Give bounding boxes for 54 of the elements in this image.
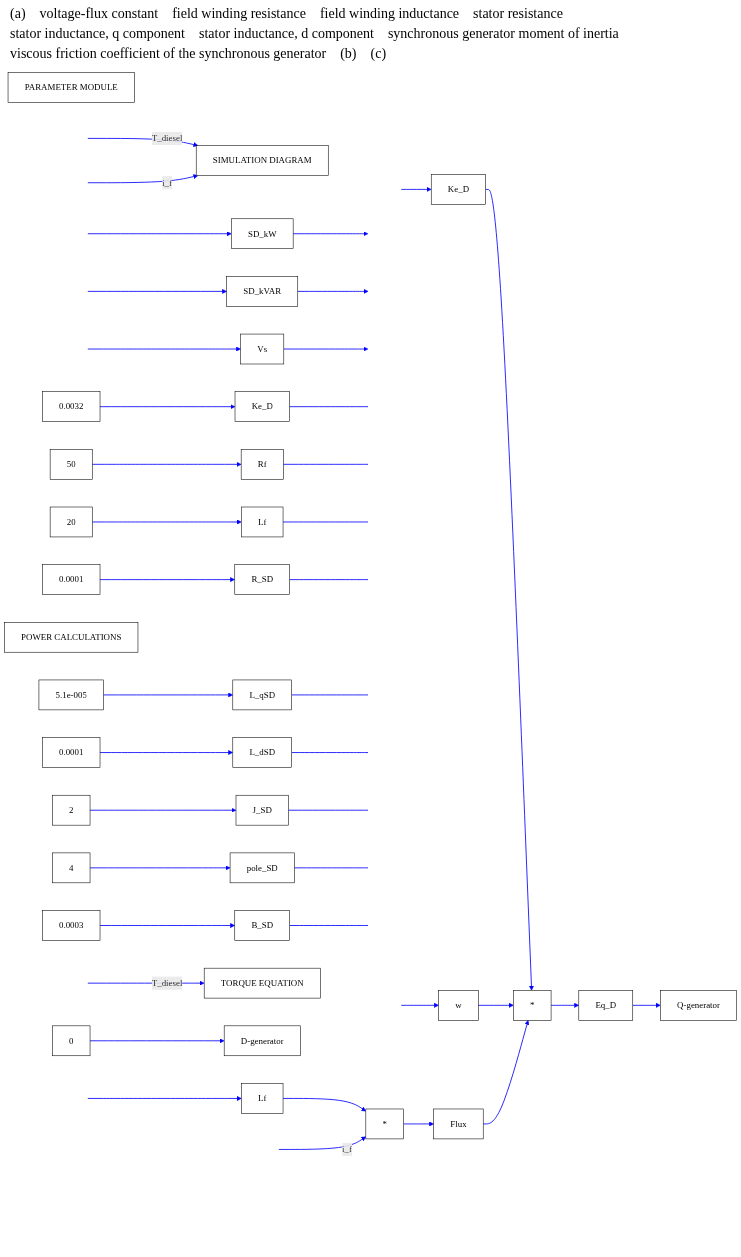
edge-label: i_f [162,177,173,188]
node-box: L_qSD [232,679,292,711]
node-box: * [513,990,552,1021]
node-box: SD_kVAR [226,276,299,307]
connector [289,579,369,581]
node-box: Rf [240,449,284,480]
note-text: stator inductance, q component [10,26,185,42]
note-text: stator resistance [473,6,563,22]
node-box: 5.1e-005 [38,679,104,711]
node-box: Vs [240,333,285,365]
node-box: Q-generator [660,990,737,1021]
node-box: Lf [241,1083,284,1114]
edge-label: T_diesel [151,133,183,143]
node-box: TORQUE EQUATION [203,967,321,999]
node-box: 2 [52,794,91,826]
node-box: Eq_D [578,990,634,1021]
edge-label: i_f [342,1144,352,1154]
note-text: synchronous generator moment of inertia [387,26,619,42]
node-box: L_dSD [232,737,292,768]
node-box: SIMULATION DIAGRAM [195,145,329,176]
note-text: stator inductance, d component [198,26,374,42]
node-box: 0.0001 [42,564,101,595]
note-text: voltage-flux constant [39,6,159,22]
connector [289,925,369,926]
node-box: 0.0003 [42,910,101,941]
node-box: Lf [241,506,284,538]
node-box: Ke_D [234,391,290,422]
node-box: pole_SD [229,852,295,884]
node-box: 0.0032 [42,391,101,422]
connector [291,752,369,753]
node-box: 50 [49,449,93,480]
node-box: J_SD [235,794,289,826]
connector [289,406,369,408]
note-text: (b) [340,46,357,62]
node-box: 0 [52,1025,91,1057]
node-box: SD_kW [231,218,294,249]
note-text: field winding inductance [319,6,460,22]
connector [282,463,369,465]
edge-label: T_diesel [151,978,183,988]
node-box: D-generator [223,1025,301,1057]
node-box: 0.0001 [42,737,101,768]
node-box: R_SD [234,564,290,595]
node-box: PARAMETER MODULE [7,72,135,103]
node-box: Ke_D [430,174,486,205]
node-box: * [365,1108,404,1140]
note-text: (a) [10,6,26,22]
note-text: (c) [370,46,387,62]
node-box: Flux [433,1108,484,1140]
node-box: 20 [49,506,93,538]
note-text: field winding resistance [172,6,306,22]
node-box: w [438,990,479,1021]
node-box: B_SD [234,910,290,941]
node-box: POWER CALCULATIONS [4,622,139,653]
node-box: 4 [52,852,91,884]
